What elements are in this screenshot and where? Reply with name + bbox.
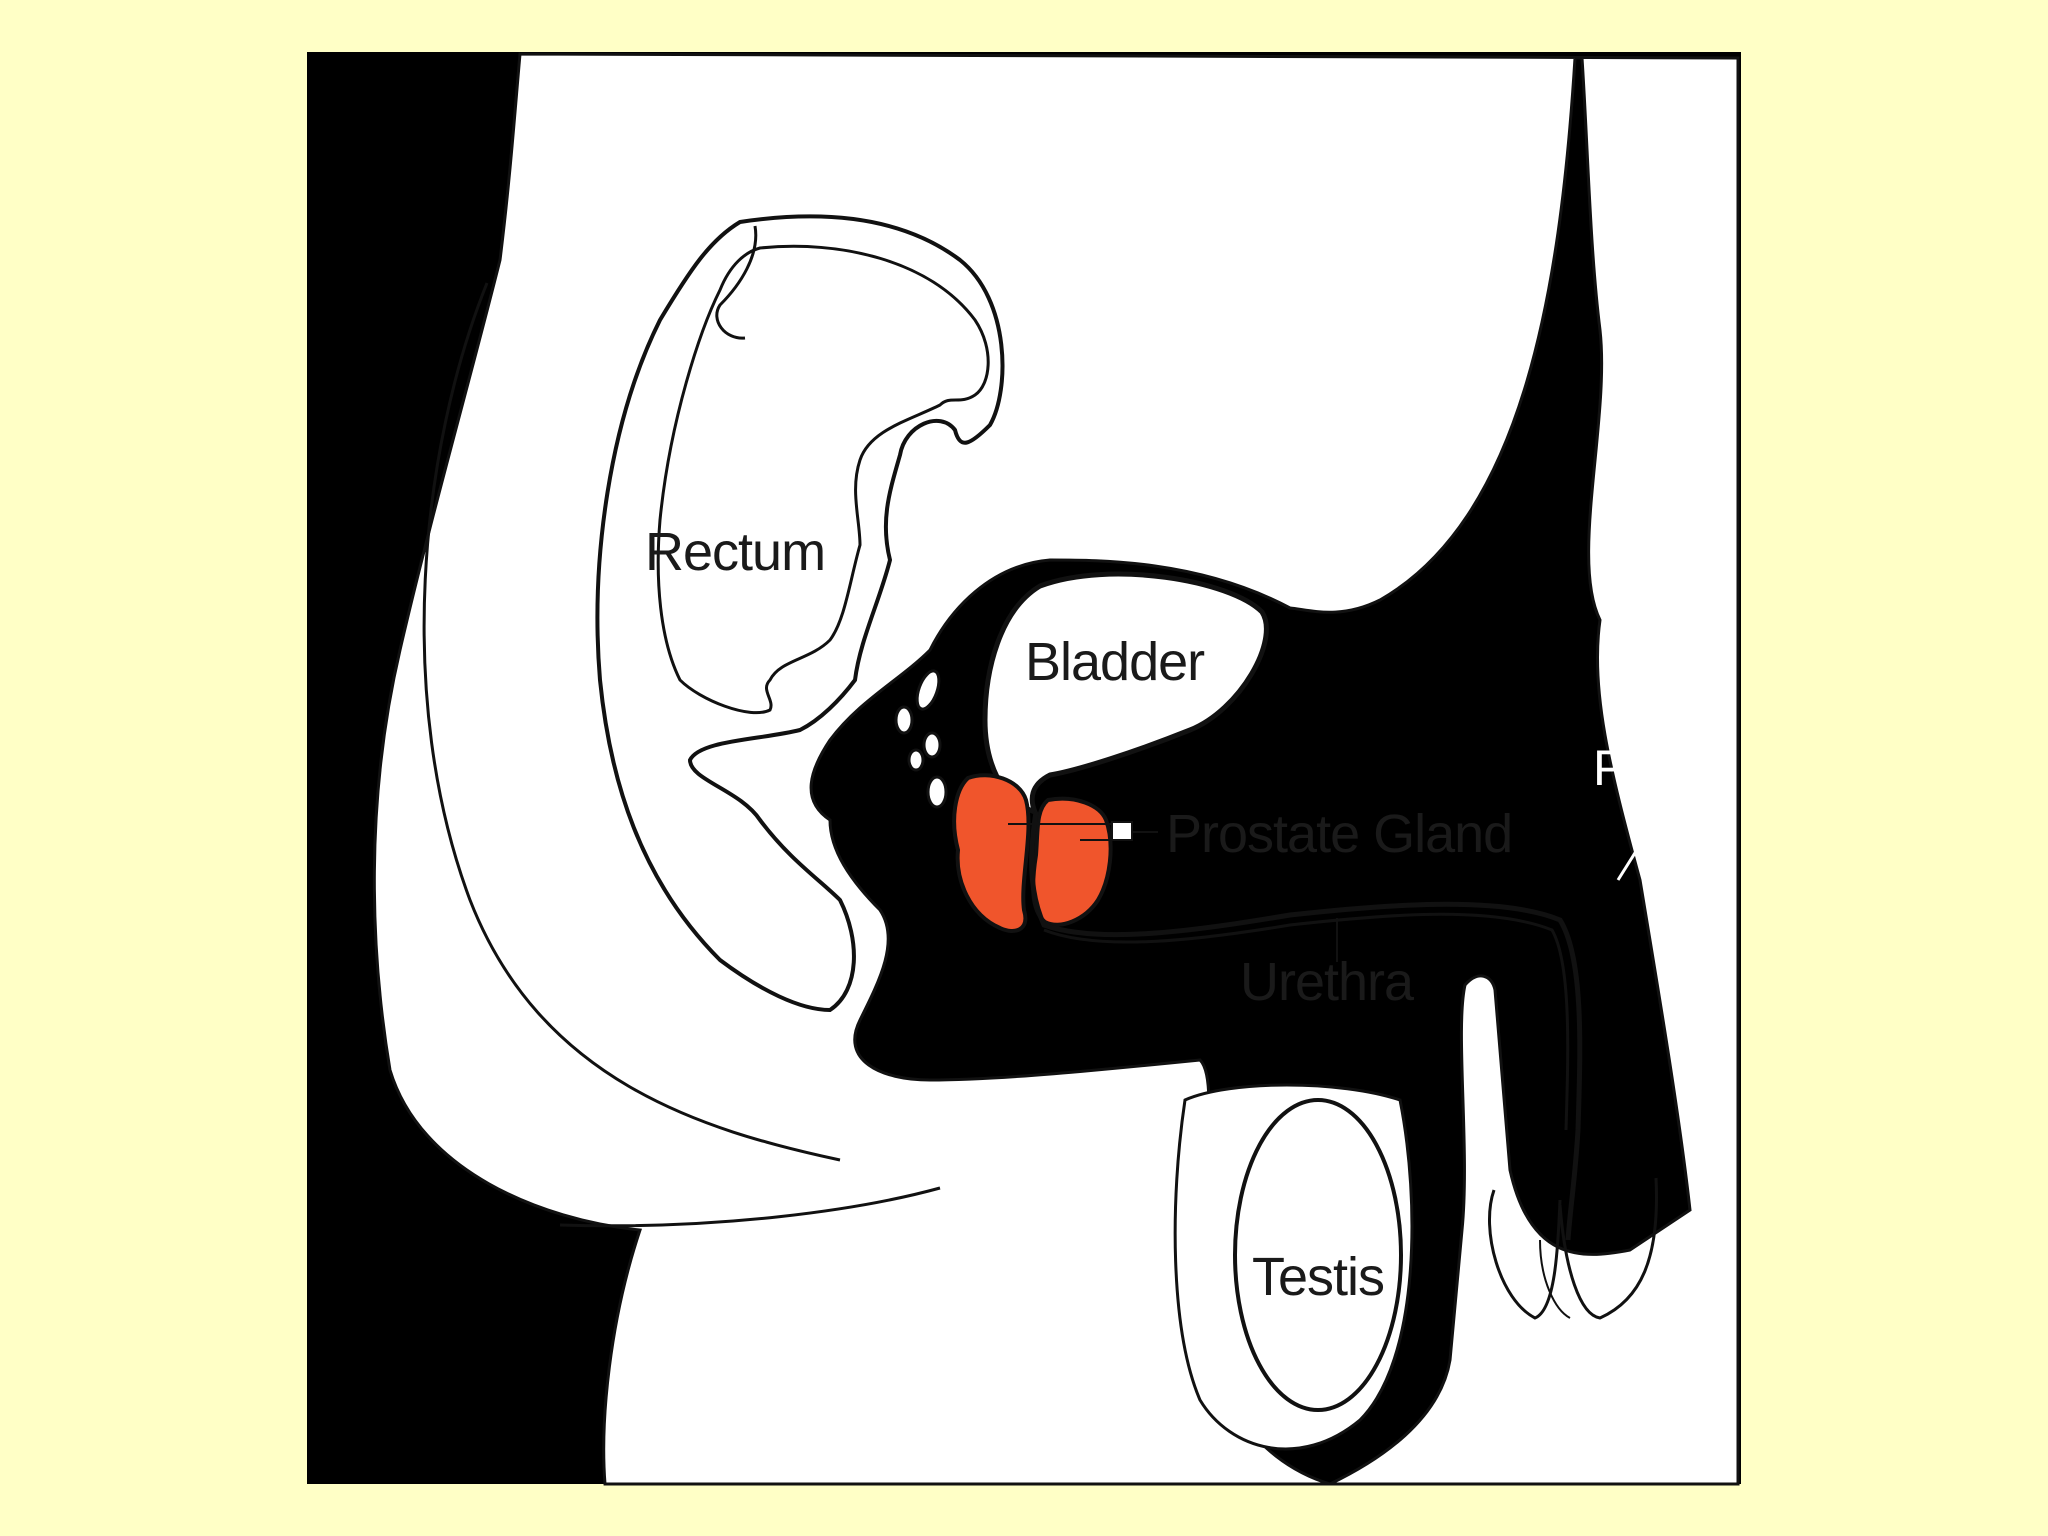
prostate-gland [952, 773, 1113, 933]
urethra-tube-inner [1043, 912, 1570, 1131]
glans-highlight [1539, 1239, 1571, 1319]
testis-outline [1233, 1098, 1403, 1412]
prostate-leader [1008, 821, 1158, 841]
rectum-label: Rectum [645, 522, 825, 582]
urethra-tube [1029, 811, 1583, 1241]
prostate-gland-label: Prostate Gland [1166, 804, 1512, 864]
bladder-label: Bladder [1025, 632, 1205, 692]
prostate-left-lobe [952, 773, 1031, 933]
rectum-fold [715, 225, 758, 340]
thigh-crease [559, 1186, 941, 1228]
penis-leader [1616, 804, 1667, 881]
penis-label: Penis [1593, 740, 1723, 796]
prostate-right-lobe [1031, 796, 1113, 927]
urethra-label: Urethra [1240, 952, 1415, 1012]
penis-tip [1488, 1189, 1562, 1320]
rectum-inner-wall [656, 244, 990, 715]
testis-label: Testis [1252, 1247, 1384, 1307]
buttock-contour [422, 282, 841, 1162]
glans-outline [1558, 1177, 1658, 1320]
seminal-vesicles [894, 669, 948, 809]
bladder-outline [982, 571, 1269, 817]
